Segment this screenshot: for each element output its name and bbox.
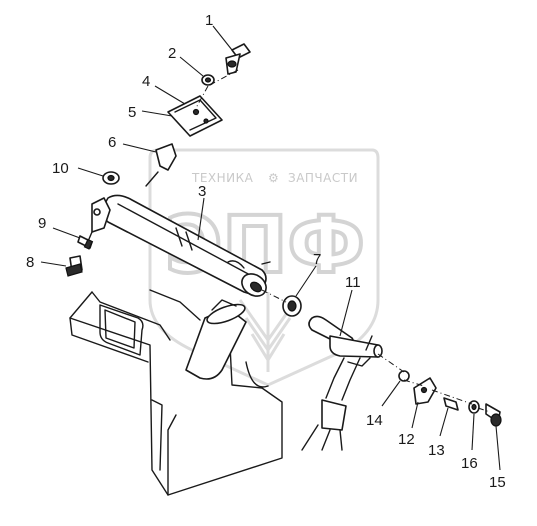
callout-10: 10 <box>52 160 69 177</box>
part-2-washer <box>201 74 215 86</box>
callout-7: 7 <box>313 251 321 268</box>
part-3-tube <box>85 194 271 297</box>
watermark-gear-icon: ⚙ <box>268 171 279 185</box>
callout-1: 1 <box>205 12 213 29</box>
alignment-lines <box>195 69 491 413</box>
callouts: 1 2 3 4 5 6 7 8 9 10 11 12 13 14 15 16 <box>26 12 506 491</box>
callout-9: 9 <box>38 215 46 232</box>
callout-12: 12 <box>398 431 415 448</box>
part-12-bracket <box>413 377 437 405</box>
part-16-washer <box>468 400 480 414</box>
cab-body <box>69 289 283 496</box>
callout-4: 4 <box>142 73 150 90</box>
callout-15: 15 <box>489 474 506 491</box>
part-10-nut <box>102 171 120 185</box>
watermark-shield-outline <box>148 148 380 387</box>
part-11-linkage <box>301 315 383 451</box>
part-4-5-plate <box>167 95 223 137</box>
part-13-bolt <box>443 397 459 411</box>
callout-5: 5 <box>128 104 136 121</box>
part-15-bolt <box>485 403 502 427</box>
callout-2: 2 <box>168 45 176 62</box>
watermark-brand-left: ТЕХНИКА <box>191 171 254 185</box>
callout-8: 8 <box>26 254 34 271</box>
callout-16: 16 <box>461 455 478 472</box>
part-7-bushing <box>282 295 302 317</box>
callout-6: 6 <box>108 134 116 151</box>
part-6-clamp <box>145 143 177 187</box>
part-9-bolt <box>77 235 94 250</box>
part-8-bolt <box>65 255 83 277</box>
watermark-brand-right: ЗАПЧАСТИ <box>288 171 358 185</box>
filler-neck <box>185 299 247 380</box>
callout-11: 11 <box>345 274 361 291</box>
callout-14: 14 <box>366 412 383 429</box>
callout-3: 3 <box>198 183 206 200</box>
part-14-nut <box>398 370 410 382</box>
callout-13: 13 <box>428 442 445 459</box>
part-1-bolt <box>225 43 251 75</box>
